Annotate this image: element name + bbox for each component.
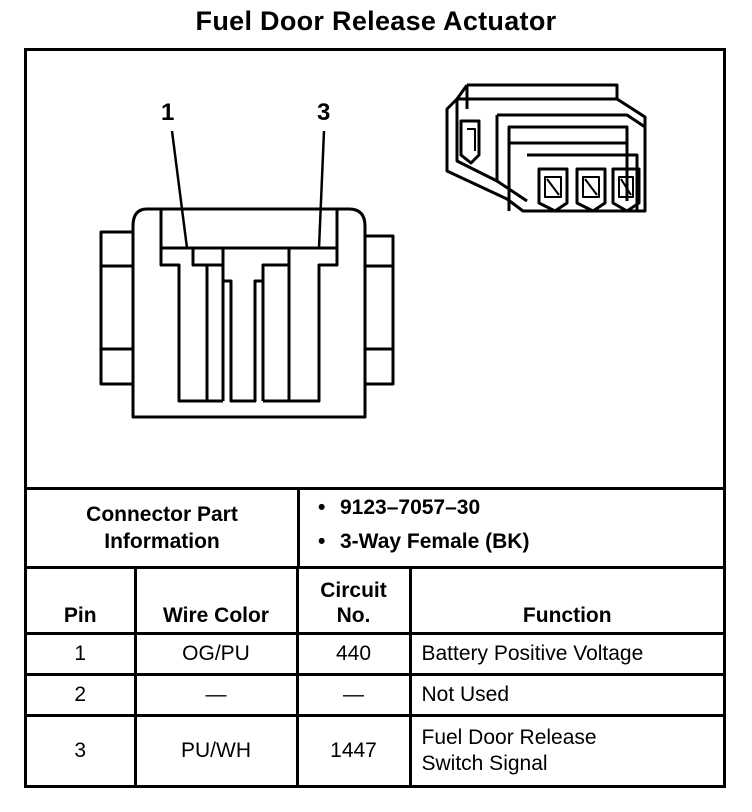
row-function: Not Used <box>408 673 723 717</box>
left-ear <box>99 230 135 386</box>
callout-leader-3 <box>317 130 326 249</box>
row-wire-color: PU/WH <box>133 714 299 785</box>
row-pin: 1 <box>27 632 137 676</box>
connector-sheet: 1 3 Connector Part Information 9123–7057… <box>24 48 726 788</box>
row-function: Fuel Door Release Switch Signal <box>408 714 723 785</box>
table-row: 3 PU/WH 1447 Fuel Door Release Switch Si… <box>27 714 723 785</box>
connector-face-drawing <box>99 83 647 419</box>
connector-info-label-line2: Information <box>104 530 220 553</box>
pin-table-header: Pin Wire Color Circuit No. Function <box>27 566 723 635</box>
connector-type: 3-Way Female (BK) <box>318 530 529 554</box>
pin-callout-1: 1 <box>161 99 175 126</box>
row-pin: 2 <box>27 673 137 717</box>
pin-callout-3: 3 <box>317 99 331 126</box>
connector-info-label: Connector Part Information <box>27 490 300 566</box>
row-function: Battery Positive Voltage <box>408 632 723 676</box>
page-title: Fuel Door Release Actuator <box>195 6 557 36</box>
connector-isometric-drawing <box>445 83 647 213</box>
connector-housing <box>131 207 367 419</box>
header-wire-color: Wire Color <box>133 566 299 635</box>
row-wire-color: — <box>133 673 299 717</box>
header-circuit-line1: Circuit <box>320 579 387 602</box>
part-number: 9123–7057–30 <box>318 496 480 520</box>
cavity-2 <box>221 265 265 401</box>
right-ear <box>363 234 395 386</box>
table-row: 1 OG/PU 440 Battery Positive Voltage <box>27 632 723 676</box>
callout-leader-1 <box>170 130 189 249</box>
row-function-line1: Fuel Door Release <box>421 726 597 749</box>
table-row: 2 — — Not Used <box>27 673 723 717</box>
row-circuit: 1447 <box>295 714 412 785</box>
row-circuit: 440 <box>295 632 412 676</box>
row-pin: 3 <box>27 714 137 785</box>
connector-info-values: 9123–7057–30 3-Way Female (BK) <box>300 490 723 566</box>
header-circuit-line2: No. <box>336 604 371 627</box>
header-function: Function <box>408 566 723 635</box>
connector-info-label-line1: Connector Part <box>86 503 238 526</box>
connector-part-info: Connector Part Information 9123–7057–30 … <box>27 490 723 569</box>
header-pin: Pin <box>27 566 137 635</box>
cavity-3 <box>287 248 339 403</box>
header-circuit: Circuit No. <box>295 566 412 635</box>
row-wire-color: OG/PU <box>133 632 299 676</box>
pin-table: Pin Wire Color Circuit No. Function 1 OG… <box>27 566 723 785</box>
row-function-line2: Switch Signal <box>421 752 548 775</box>
connector-diagram: 1 3 <box>27 51 723 490</box>
row-circuit: — <box>295 673 412 717</box>
